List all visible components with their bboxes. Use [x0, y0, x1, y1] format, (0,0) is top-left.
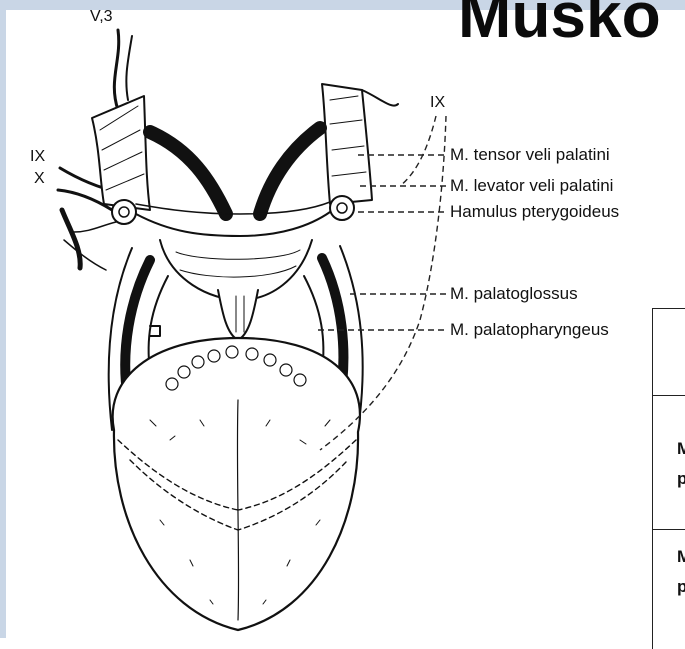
- table-row-divider: [653, 395, 685, 396]
- table-cell: p: [677, 467, 685, 491]
- label-palatopharyngeus: M. palatopharyngeus: [450, 320, 609, 340]
- nerve-label-ix-left: IX: [30, 148, 45, 166]
- table-cell: p: [677, 575, 685, 599]
- muscle-table: M p M p: [652, 308, 685, 649]
- table-cell: M: [677, 545, 685, 569]
- nerve-label-v3: V,3: [90, 8, 113, 26]
- label-tensor-veli-palatini: M. tensor veli palatini: [450, 145, 610, 165]
- table-cell: M: [677, 437, 685, 461]
- table-row-divider: [653, 529, 685, 530]
- nerve-label-x-left: X: [34, 170, 45, 188]
- label-hamulus-pterygoideus: Hamulus pterygoideus: [450, 202, 619, 222]
- label-palatoglossus: M. palatoglossus: [450, 284, 578, 304]
- label-levator-veli-palatini: M. levator veli palatini: [450, 176, 613, 196]
- nerve-label-ix-right: IX: [430, 94, 445, 112]
